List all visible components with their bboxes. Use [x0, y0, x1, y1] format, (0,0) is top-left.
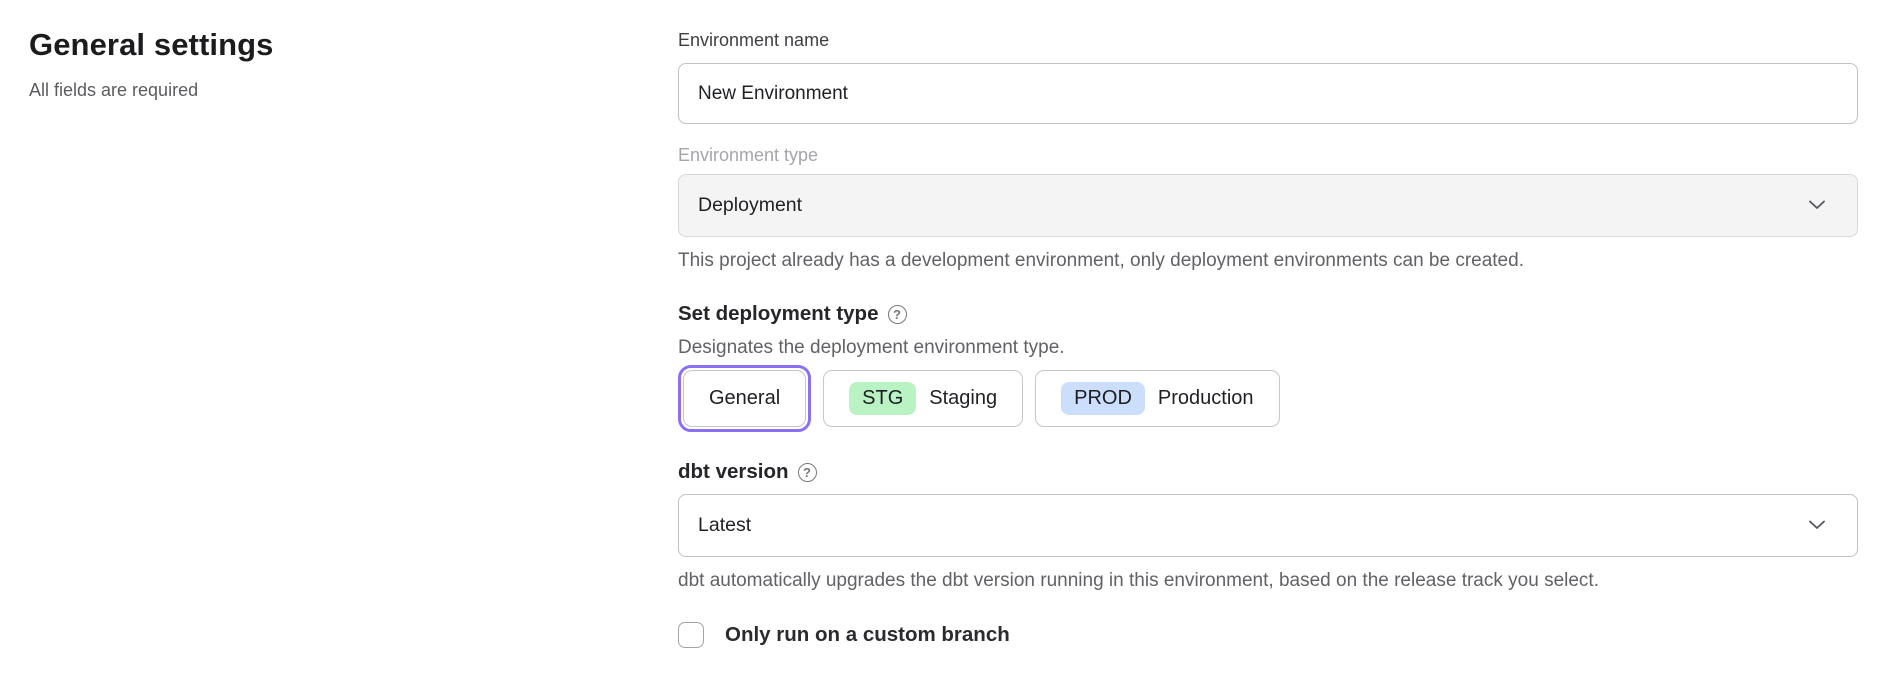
deployment-type-description: Designates the deployment environment ty… — [678, 337, 1065, 358]
dbt-version-select[interactable]: Latest — [678, 494, 1858, 557]
environment-type-helper: This project already has a development e… — [678, 250, 1524, 271]
environment-name-label: Environment name — [678, 30, 830, 50]
deployment-type-general-button[interactable]: General — [683, 370, 807, 427]
dbt-version-heading-text: dbt version — [678, 460, 789, 483]
environment-type-value: Deployment — [698, 194, 803, 216]
deployment-type-staging-button[interactable]: STG Staging — [823, 370, 1024, 427]
environment-type-select[interactable]: Deployment — [678, 174, 1858, 237]
chevron-down-icon — [1809, 517, 1825, 535]
deployment-type-staging-label: Staging — [929, 387, 998, 409]
dbt-version-heading: dbt version ? — [678, 458, 1858, 486]
dbt-version-value: Latest — [698, 514, 752, 536]
deployment-type-heading-text: Set deployment type — [678, 302, 879, 325]
selected-option-ring: General — [678, 365, 812, 432]
dbt-version-helper: dbt automatically upgrades the dbt versi… — [678, 570, 1599, 591]
help-icon[interactable]: ? — [887, 304, 907, 324]
page-title: General settings — [29, 27, 274, 62]
deployment-type-production-button[interactable]: PROD Production — [1035, 370, 1280, 427]
environment-settings-form: Environment name Environment type Deploy… — [678, 27, 1858, 648]
page-subtitle: All fields are required — [29, 80, 199, 100]
custom-branch-label: Only run on a custom branch — [725, 623, 1010, 646]
custom-branch-checkbox[interactable] — [678, 622, 704, 648]
deployment-type-options: General STG Staging PROD Production — [678, 365, 1858, 432]
chevron-down-icon — [1809, 197, 1825, 215]
staging-badge: STG — [849, 382, 917, 415]
custom-branch-row: Only run on a custom branch — [678, 622, 1858, 648]
production-badge: PROD — [1061, 382, 1145, 415]
deployment-type-production-label: Production — [1157, 387, 1254, 409]
page-header: General settings All fields are required — [29, 27, 589, 101]
help-icon[interactable]: ? — [797, 462, 817, 482]
deployment-type-general-label: General — [709, 387, 781, 409]
deployment-type-heading: Set deployment type ? — [678, 300, 1858, 328]
environment-type-label: Environment type — [678, 145, 819, 165]
environment-name-input[interactable] — [678, 63, 1858, 124]
